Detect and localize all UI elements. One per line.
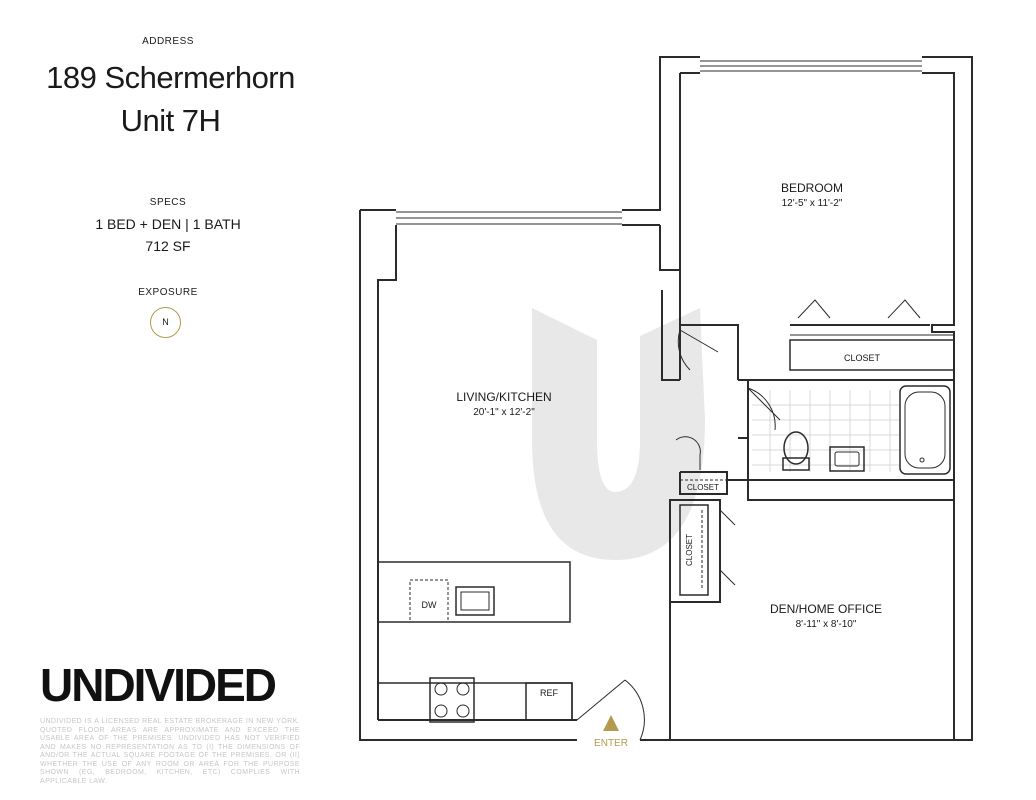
dishwasher-label: DW	[422, 600, 437, 610]
specs-label: SPECS	[149, 197, 187, 208]
bedroom-door	[677, 329, 719, 371]
hall-closet	[679, 471, 728, 495]
compass-icon: N	[150, 307, 181, 338]
bath-sink	[829, 446, 865, 472]
specs-bed-bath: 1 BED + DEN | 1 BATH	[95, 216, 241, 232]
address-label: ADDRESS	[142, 36, 194, 47]
disclaimer-text: UNDIVIDED IS A LICENSED REAL ESTATE BROK…	[40, 718, 300, 785]
specs-square-feet: 712 SF	[145, 238, 191, 254]
living-name: LIVING/KITCHEN	[456, 390, 551, 404]
living-size: 20'-1" x 12'-2"	[473, 407, 535, 418]
bedroom-size: 12'-5" x 11'-2"	[782, 198, 843, 209]
stove	[429, 677, 475, 723]
exposure-label: EXPOSURE	[138, 287, 198, 298]
entry-label: ENTER	[594, 738, 628, 749]
kitchen-sink	[455, 586, 495, 616]
bathtub	[899, 385, 951, 475]
entry-arrow-icon	[603, 715, 619, 731]
bedroom-closet	[789, 339, 955, 371]
living-window	[396, 211, 622, 225]
brand-logo: UNDIVIDED	[40, 659, 277, 711]
den-size: 8'-11" x 8'-10"	[796, 619, 857, 630]
address-unit: Unit 7H	[120, 103, 221, 138]
bathroom	[747, 379, 955, 481]
bedroom-name: BEDROOM	[781, 181, 843, 195]
den-name: DEN/HOME OFFICE	[770, 602, 882, 616]
hall-closet-label: CLOSET	[687, 483, 719, 492]
bath-door	[747, 387, 781, 431]
den-closet-label: CLOSET	[685, 534, 694, 566]
inner-wall	[377, 72, 955, 741]
den-closet	[669, 499, 721, 603]
bedroom-closet-label: CLOSET	[844, 353, 881, 363]
toilet	[782, 457, 810, 471]
refrigerator	[525, 682, 573, 721]
bedroom-window	[700, 60, 922, 72]
outer-wall	[359, 56, 973, 741]
address-street: 189 Schermerhorn	[46, 60, 295, 95]
entry-door	[576, 679, 645, 741]
kitchen-island	[377, 561, 571, 623]
refrigerator-label: REF	[540, 688, 559, 698]
